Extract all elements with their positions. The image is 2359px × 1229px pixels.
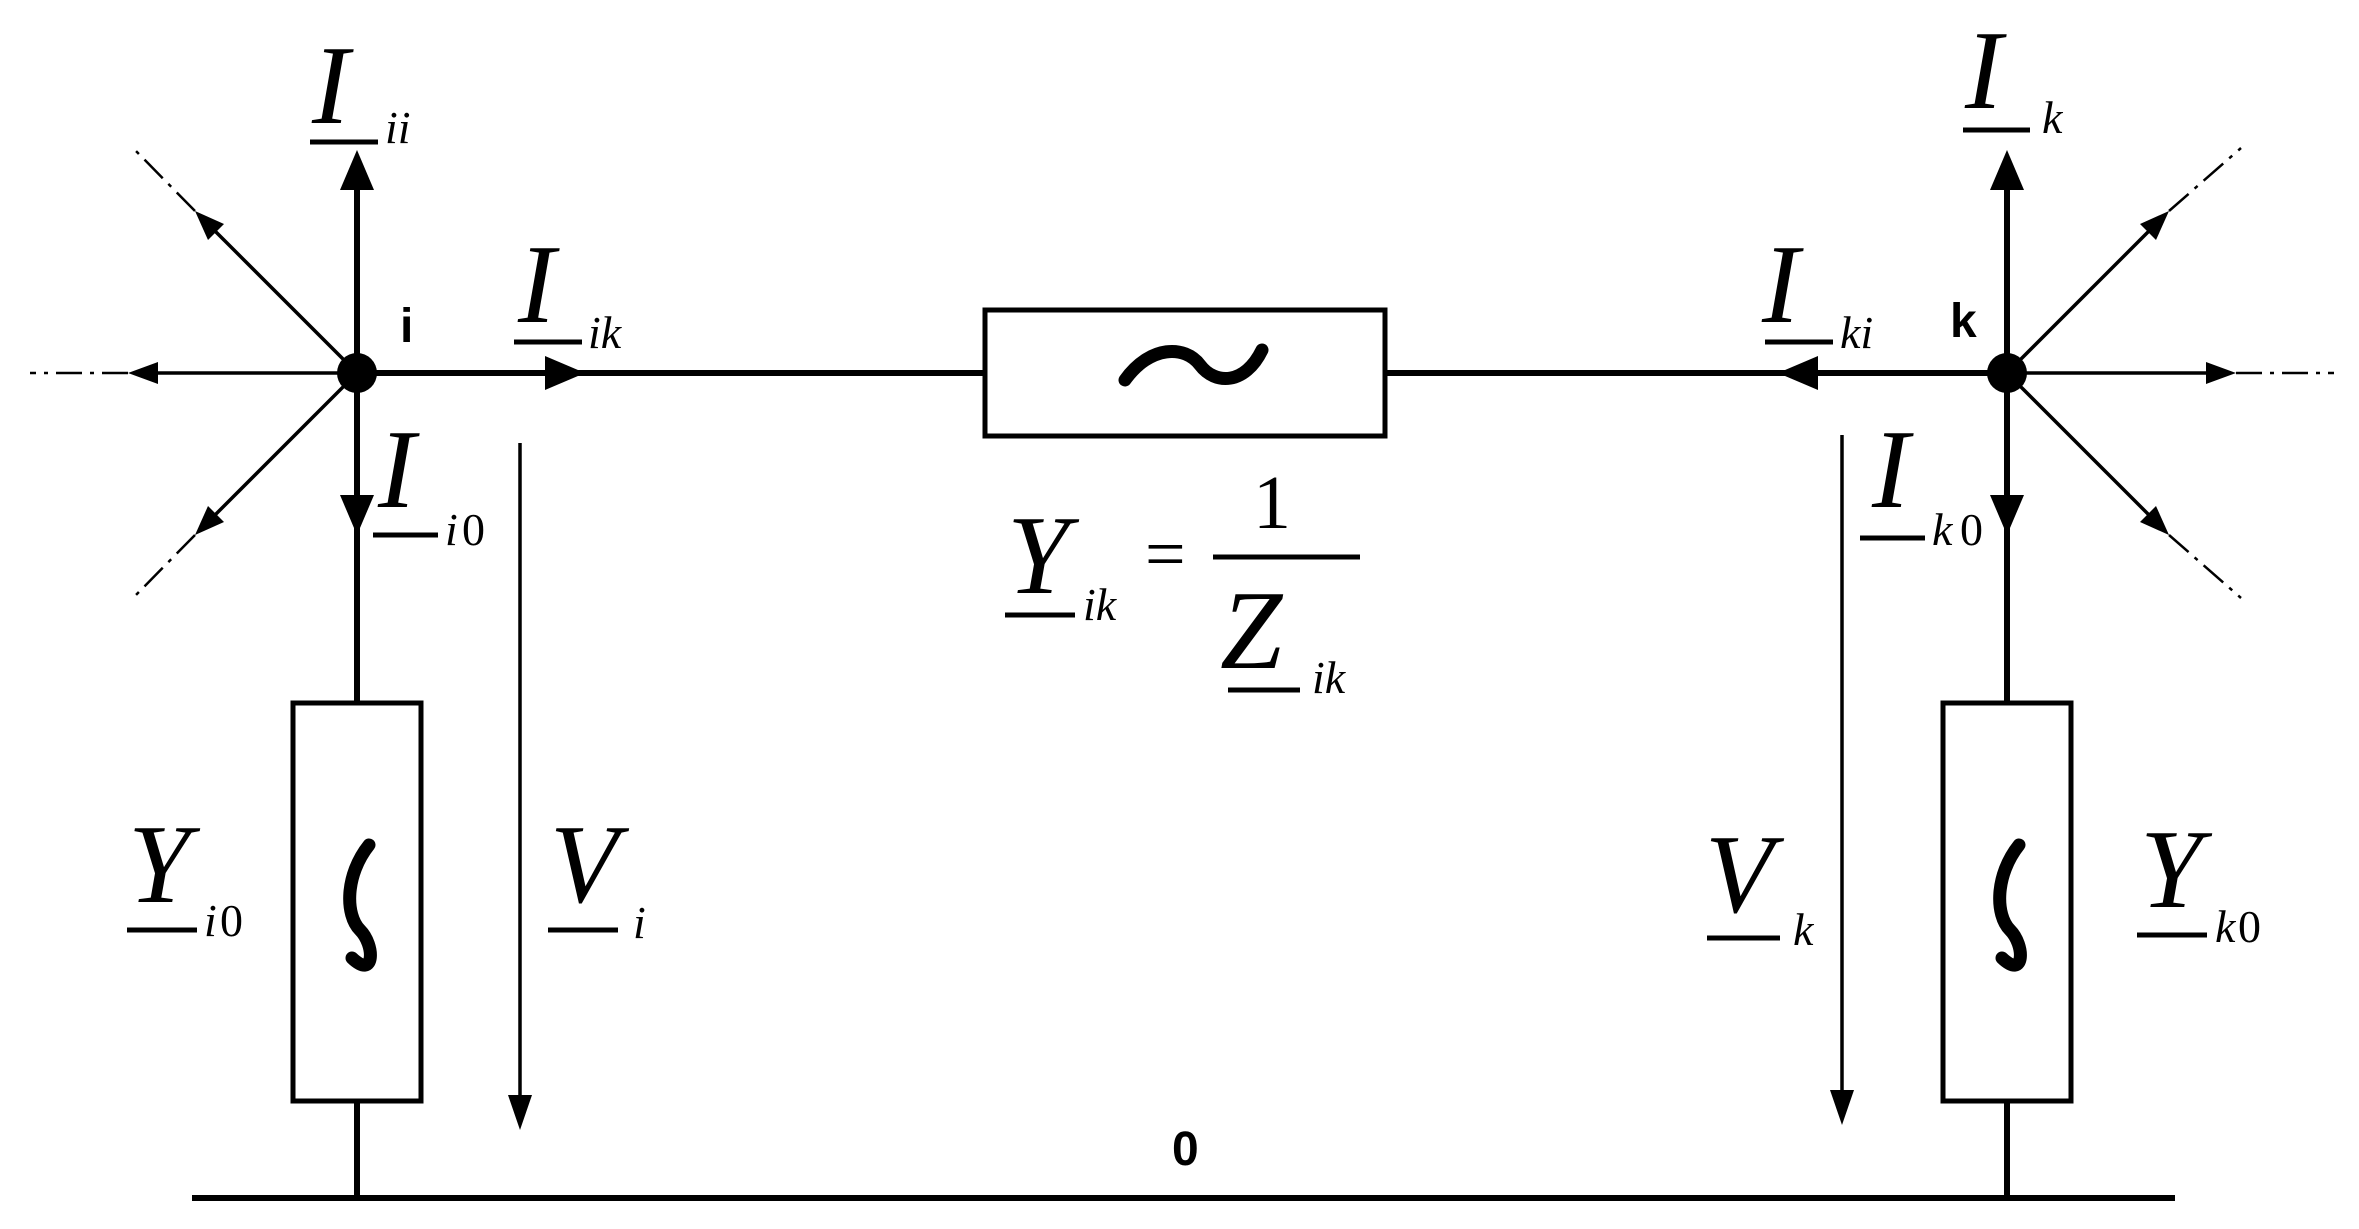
svg-text:Y: Y bbox=[128, 803, 201, 927]
node-k-other-branches bbox=[2005, 147, 2334, 599]
arrow-down-I-i0-icon bbox=[340, 495, 374, 535]
svg-text:i: i bbox=[445, 504, 458, 555]
svg-text:Z: Z bbox=[1220, 569, 1284, 693]
svg-text:ii: ii bbox=[385, 102, 411, 153]
label-I-ki: I ki bbox=[1761, 223, 1873, 358]
svg-text:ik: ik bbox=[1083, 579, 1118, 630]
label-I-ik: I ik bbox=[514, 223, 623, 358]
svg-text:ik: ik bbox=[588, 307, 623, 358]
svg-text:ki: ki bbox=[1840, 307, 1873, 358]
svg-text:V: V bbox=[1705, 813, 1785, 937]
voltage-arrowhead-V-k-icon bbox=[1830, 1090, 1854, 1125]
svg-text:0: 0 bbox=[2238, 901, 2261, 952]
svg-text:k: k bbox=[2042, 92, 2064, 143]
svg-text:0: 0 bbox=[1960, 504, 1983, 555]
series-admittance-box bbox=[982, 307, 1388, 439]
svg-text:i: i bbox=[204, 895, 217, 946]
shunt-tilde-icon-k bbox=[1993, 838, 2027, 972]
svg-text:I: I bbox=[1964, 9, 2007, 133]
svg-text:V: V bbox=[550, 803, 630, 927]
label-V-k: V k bbox=[1705, 813, 1815, 955]
label-Y-i0: Y i 0 bbox=[127, 803, 243, 946]
svg-text:k: k bbox=[2215, 901, 2237, 952]
label-I-i0: I i 0 bbox=[373, 408, 485, 555]
node-k-label: k bbox=[1950, 295, 1977, 348]
label-I-ii: I ii bbox=[310, 24, 411, 153]
voltage-arrowhead-V-i-icon bbox=[508, 1095, 532, 1130]
label-I-k: I k bbox=[1963, 9, 2064, 143]
label-I-k0: I k 0 bbox=[1860, 408, 1983, 555]
arrow-up-I-ii-icon bbox=[340, 150, 374, 190]
svg-text:I: I bbox=[311, 24, 354, 148]
label-Y-k0: Y k 0 bbox=[2137, 808, 2261, 952]
arrow-right-I-ik-icon bbox=[545, 356, 585, 390]
svg-text:k: k bbox=[1793, 904, 1815, 955]
svg-text:ik: ik bbox=[1312, 652, 1347, 703]
node-i-label: i bbox=[400, 300, 413, 353]
ground-node-label: 0 bbox=[1172, 1123, 1199, 1176]
shunt-admittance-box-i bbox=[290, 700, 424, 1104]
label-V-i: V i bbox=[548, 803, 646, 948]
node-i-other-branches bbox=[30, 147, 359, 599]
shunt-admittance-box-k bbox=[1940, 700, 2074, 1104]
node-k-dot bbox=[1987, 353, 2027, 393]
node-i-dot bbox=[337, 353, 377, 393]
arrow-up-I-k-icon bbox=[1990, 150, 2024, 190]
svg-text:1: 1 bbox=[1253, 461, 1291, 545]
series-admittance-tilde-icon bbox=[1118, 343, 1269, 387]
svg-text:0: 0 bbox=[462, 504, 485, 555]
svg-text:Y: Y bbox=[1007, 494, 1080, 618]
series-admittance-formula: Y ik = 1 Z ik bbox=[1005, 461, 1360, 703]
svg-text:I: I bbox=[377, 408, 420, 532]
svg-text:I: I bbox=[1871, 408, 1914, 532]
shunt-tilde-icon-i bbox=[343, 838, 377, 972]
svg-text:I: I bbox=[1761, 223, 1804, 347]
svg-text:Y: Y bbox=[2140, 808, 2213, 932]
svg-text:i: i bbox=[633, 897, 646, 948]
svg-text:0: 0 bbox=[220, 895, 243, 946]
svg-text:k: k bbox=[1932, 504, 1954, 555]
svg-text:I: I bbox=[517, 223, 560, 347]
svg-text:=: = bbox=[1145, 514, 1186, 594]
arrow-down-I-k0-icon bbox=[1990, 495, 2024, 535]
arrow-left-I-ki-icon bbox=[1778, 356, 1818, 390]
